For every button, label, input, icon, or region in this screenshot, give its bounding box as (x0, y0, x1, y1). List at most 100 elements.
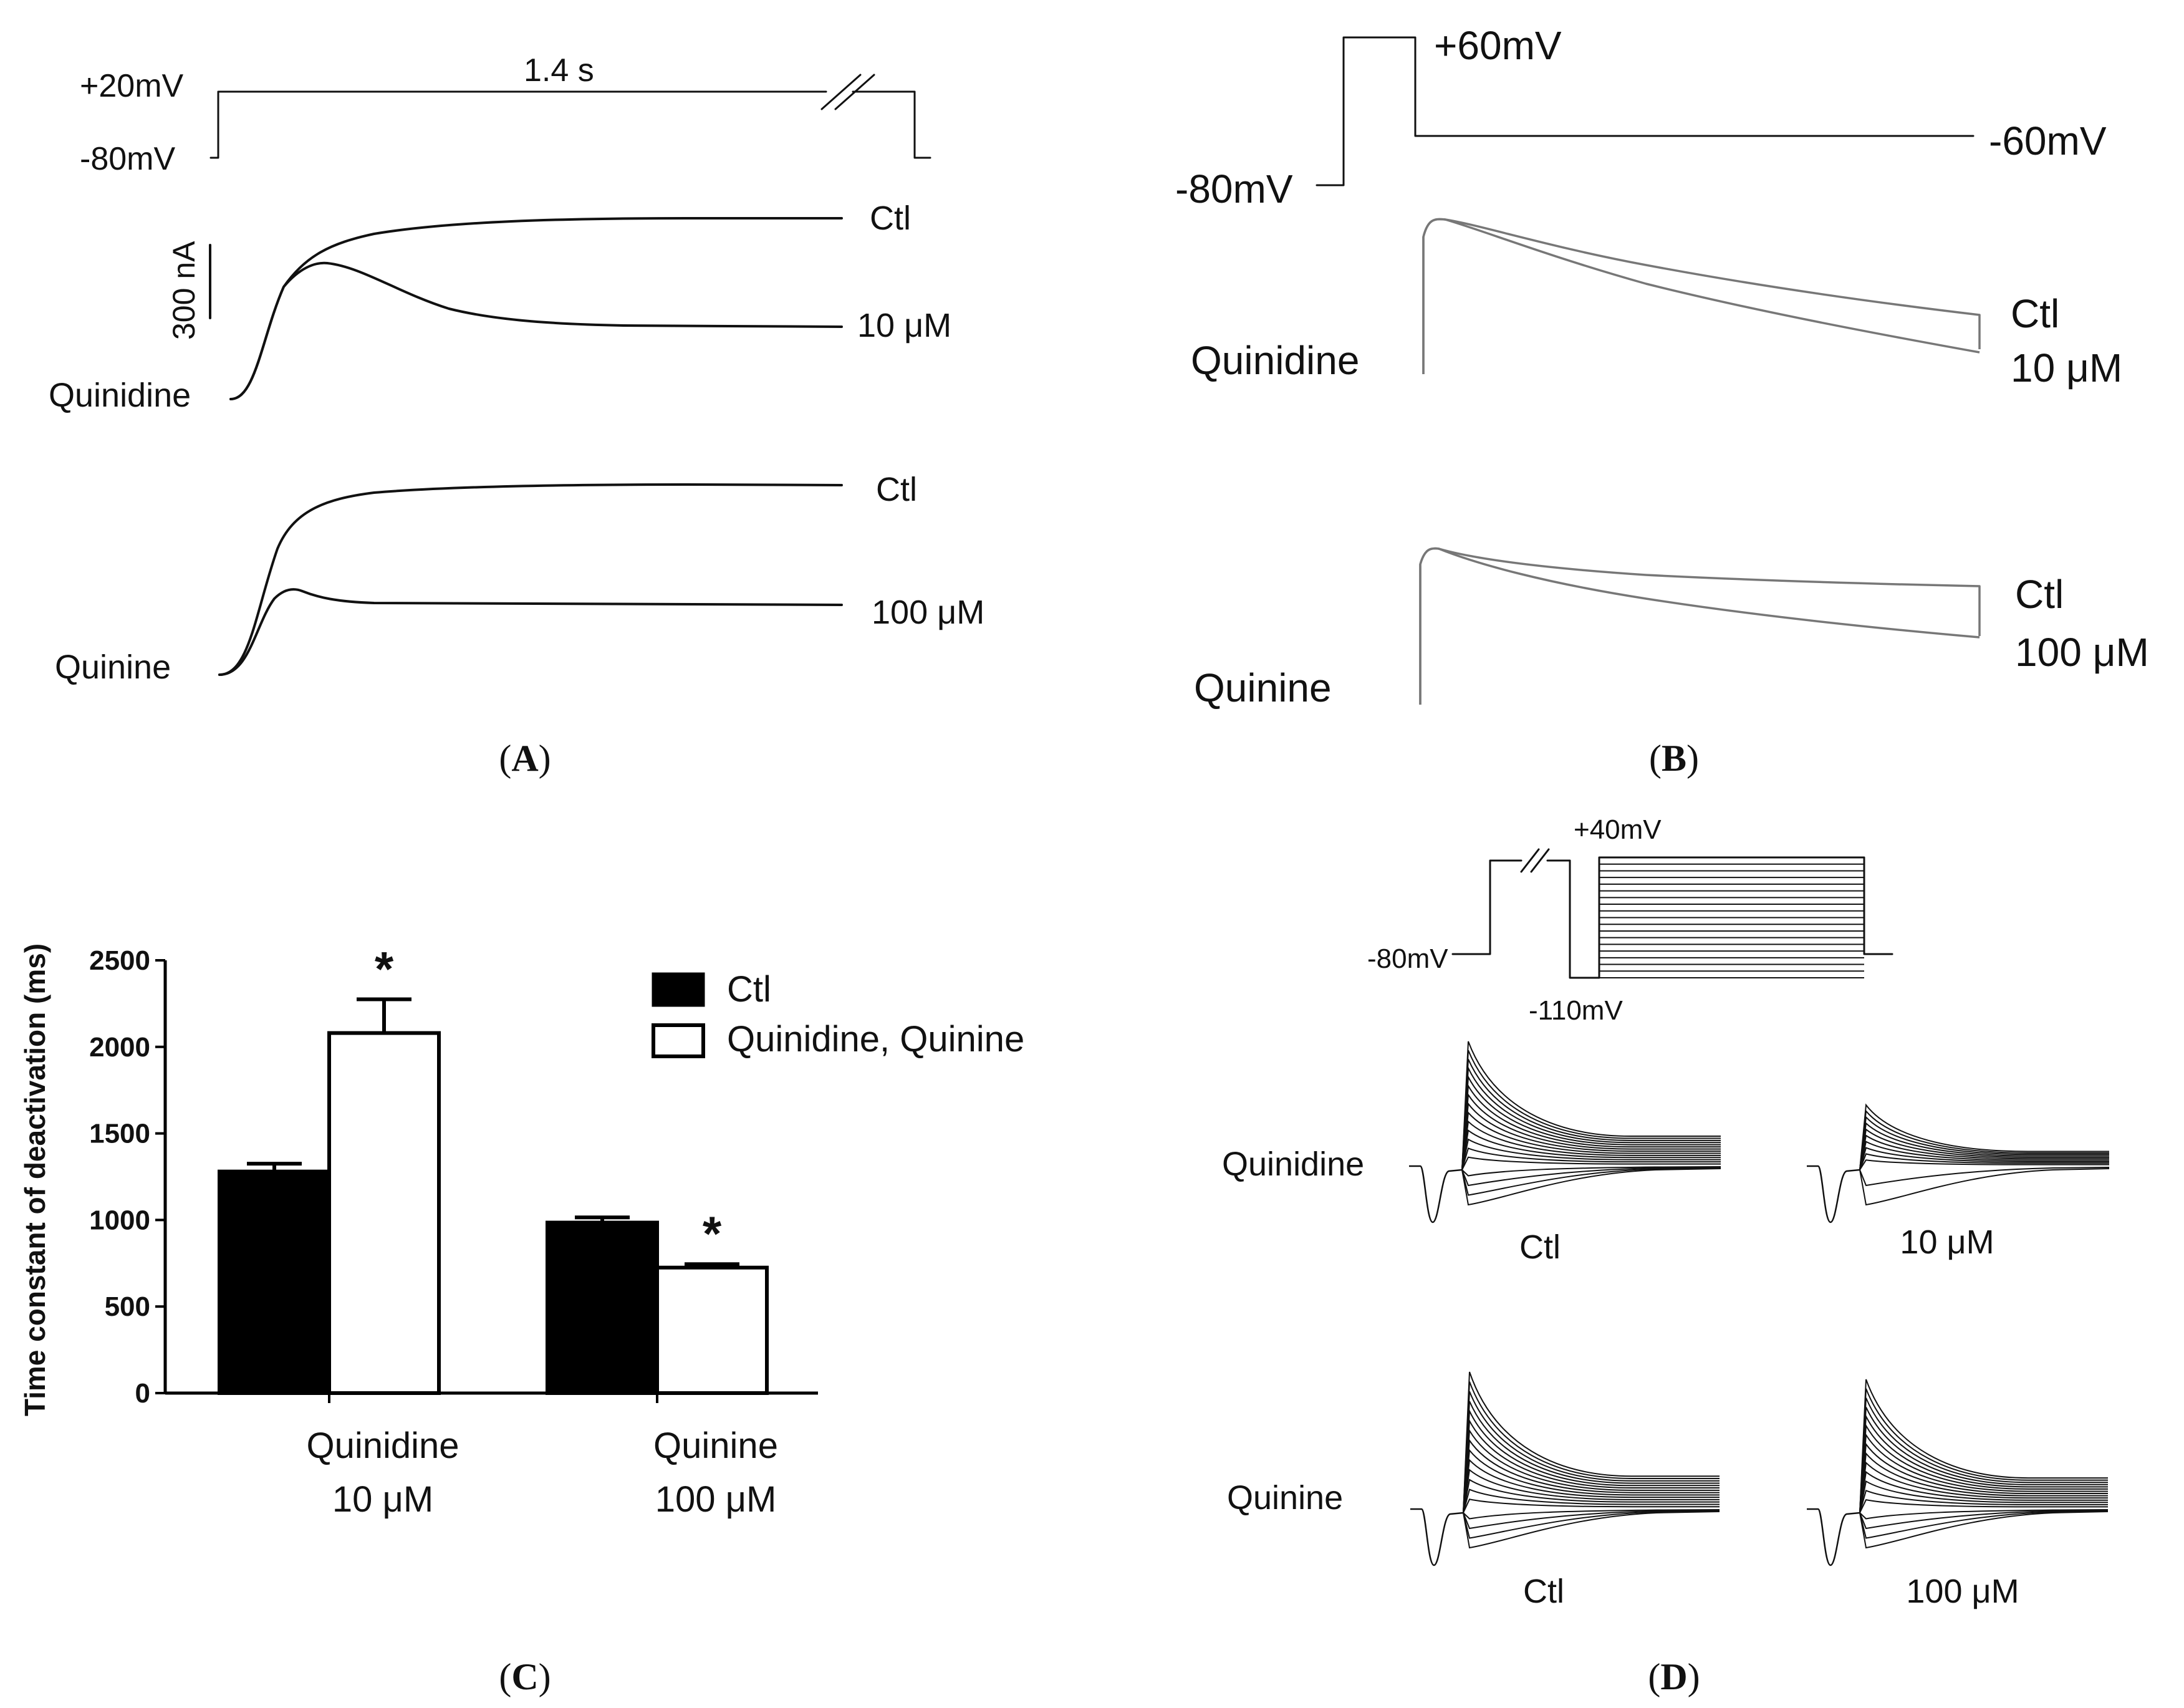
d-inward-current-trace (1859, 1510, 2109, 1539)
d-tail-current-trace (1463, 1479, 1720, 1513)
d-tail-current-trace (1859, 1489, 2108, 1513)
c-y-tick-label: 2500 (89, 945, 150, 976)
c-significance-star: * (703, 1206, 722, 1261)
d-tail-current-trace (1859, 1379, 2108, 1513)
c-bars: ** (218, 941, 769, 1396)
d-tail-current-trace (1463, 1469, 1720, 1513)
d-tail-current-trace (1463, 1371, 1720, 1513)
c-ylabel: Time constant of deactivation (ms) (19, 943, 51, 1416)
d-tail-current-trace (1461, 1120, 1721, 1170)
panel-a: +20mV -80mV 1.4 s 300 nA Ctl 10 μM Quini… (49, 52, 984, 779)
d-tail-current-trace (1463, 1449, 1720, 1513)
c-bar-drug (655, 1265, 769, 1395)
d-tail-current-trace (1859, 1397, 2108, 1513)
d-row1-left-label: Ctl (1519, 1228, 1561, 1266)
b-quinidine-ctl-label: Ctl (2011, 291, 2059, 336)
b-quinidine-drug-label: Quinidine (1191, 338, 1359, 383)
d-row1-right-label: 10 μM (1900, 1223, 1994, 1261)
d-tail-current-trace (1461, 1074, 1721, 1170)
d-row2-right-label: 100 μM (1906, 1573, 2019, 1610)
d-tail-current-trace (1461, 1111, 1721, 1170)
d-inward-current-trace (1859, 1510, 2109, 1530)
c-y-tick-label: 1500 (89, 1119, 150, 1149)
b-v-step-label: +60mV (1434, 23, 1562, 68)
d-tail-current-trace (1463, 1488, 1720, 1513)
d-tail-current-trace (1859, 1141, 2109, 1170)
d-inward-current-trace (1463, 1509, 1720, 1520)
d-tail-current-trace (1463, 1408, 1720, 1513)
d-row2-left-label: Ctl (1523, 1573, 1564, 1610)
a-v-step-label: +20mV (80, 68, 184, 104)
d-quinidine-ctl-traces (1409, 1041, 1721, 1223)
panel-c: Time constant of deactivation (ms) 05001… (19, 941, 1024, 1697)
d-quinine-ctl-traces (1410, 1371, 1720, 1566)
d-tail-current-trace (1859, 1470, 2108, 1513)
d-tail-current-trace (1859, 1499, 2108, 1513)
d-tail-current-trace (1859, 1116, 2109, 1170)
c-panel-caption: (C) (499, 1656, 551, 1697)
c-significance-star: * (375, 941, 394, 996)
panel-b: +60mV -80mV -60mV Ctl 10 μM Quinidine Ct… (1175, 23, 2149, 779)
a-panel-caption: (A) (499, 738, 551, 779)
b-quinine-ctl-trace (1419, 547, 1981, 705)
c-bar-ctl (546, 1220, 659, 1395)
d-tail-current-trace (1859, 1128, 2109, 1170)
d-axis-break-icon (1520, 848, 1550, 873)
b-quinidine-dose-label: 10 μM (2011, 345, 2122, 390)
c-legend-swatch-ctl (652, 972, 705, 1007)
d-tail-current-trace (1859, 1159, 2109, 1170)
d-tail-current-trace (1859, 1147, 2109, 1170)
d-tail-current-trace (1859, 1423, 2108, 1513)
d-tail-current-trace (1463, 1401, 1720, 1513)
a-scale-bar-label: 300 nA (166, 241, 201, 340)
d-tail-current-trace (1859, 1407, 2108, 1513)
a-quinine-drug-label: Quinine (55, 649, 171, 686)
d-v-top-label: +40mV (1574, 814, 1662, 845)
d-inward-current-trace (1463, 1511, 1720, 1549)
d-tail-current-trace (1461, 1138, 1721, 1170)
a-quinidine-ctl-label: Ctl (870, 200, 911, 237)
b-quinine-dose-label: 100 μM (2015, 630, 2149, 675)
d-v-bottom-label: -110mV (1529, 995, 1623, 1026)
d-tail-current-trace (1463, 1498, 1720, 1513)
d-inward-current-trace (1859, 1168, 2110, 1206)
d-tail-current-trace (1463, 1439, 1720, 1513)
d-inward-current-trace (1859, 1509, 2109, 1520)
d-inward-current-trace (1461, 1167, 1721, 1196)
a-v-hold-label: -80mV (80, 141, 175, 177)
d-inward-current-trace (1461, 1167, 1721, 1187)
d-panel-caption: (D) (1648, 1656, 1700, 1697)
d-inward-current-trace (1859, 1511, 2109, 1549)
a-quinidine-10um-trace (229, 261, 843, 400)
d-inward-current-trace (1461, 1166, 1721, 1177)
a-quinidine-ctl-trace (229, 217, 843, 400)
c-y-tick-label: 500 (105, 1291, 150, 1322)
d-tail-current-trace (1461, 1156, 1721, 1170)
d-inward-current-trace (1463, 1510, 1720, 1530)
d-tail-current-trace (1859, 1461, 2108, 1513)
c-group1-dose-label: 10 μM (332, 1479, 433, 1520)
c-bar-drug (327, 1031, 441, 1396)
d-v-hold-label: -80mV (1367, 943, 1448, 974)
c-group2-drug-label: Quinine (653, 1426, 778, 1466)
d-inward-current-trace (1461, 1168, 1721, 1206)
d-tail-current-trace (1859, 1452, 2108, 1513)
a-quinidine-dose-label: 10 μM (857, 307, 951, 344)
d-row2-drug-label: Quinine (1227, 1479, 1343, 1517)
d-tail-current-trace (1461, 1041, 1721, 1170)
b-v-test-label: -60mV (1989, 118, 2107, 163)
c-y-tick-label: 1000 (89, 1205, 150, 1235)
d-tail-current-trace (1859, 1134, 2109, 1170)
d-tail-current-trace (1461, 1147, 1721, 1170)
d-row1-drug-label: Quinidine (1222, 1146, 1364, 1183)
d-tail-current-trace (1463, 1429, 1720, 1513)
b-quinidine-10um-trace (1422, 218, 1980, 374)
d-prepulse-trace (1807, 1508, 1860, 1566)
d-prepulse-trace (1410, 1508, 1464, 1566)
b-quinine-ctl-label: Ctl (2015, 572, 2064, 617)
d-quinidine-10um-traces (1807, 1103, 2110, 1223)
a-quinine-ctl-trace (218, 483, 843, 676)
d-tail-current-trace (1461, 1093, 1721, 1170)
d-tail-current-trace (1461, 1084, 1721, 1170)
